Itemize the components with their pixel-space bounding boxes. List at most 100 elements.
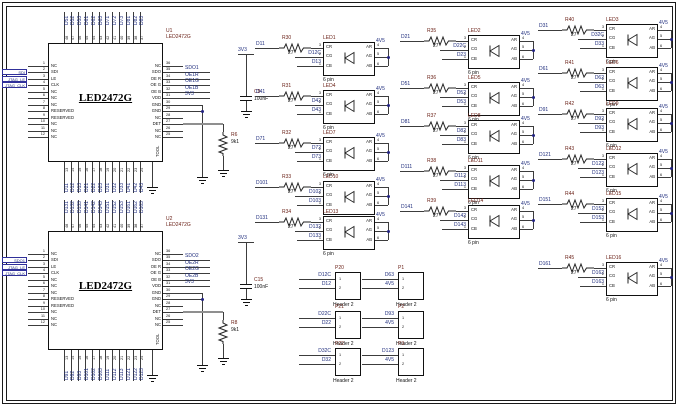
pin-number: 3	[42, 261, 45, 266]
pin-number: 6	[660, 127, 663, 132]
wire	[183, 286, 210, 288]
header-body	[398, 348, 424, 376]
wire	[295, 152, 323, 153]
pin-name: NC	[51, 101, 58, 107]
led-pin-name: CR	[471, 36, 478, 42]
pin-name: VDD	[152, 95, 161, 101]
stub-net-label: D122	[132, 368, 139, 380]
wire	[658, 268, 671, 269]
stub-pin-number: 38	[133, 223, 138, 228]
net-label: D22C	[318, 311, 331, 317]
chip-body	[48, 43, 163, 162]
wire	[64, 200, 65, 231]
stub-net-label: D83	[139, 15, 146, 25]
footprint-label: Header 2	[333, 378, 354, 384]
wire	[223, 312, 224, 321]
wire	[163, 124, 183, 126]
led-refdes: LED3	[606, 17, 619, 23]
wire	[362, 364, 398, 365]
pin-number: 4	[377, 182, 380, 186]
net-label: D93	[384, 311, 394, 317]
chip-name: LED2472G	[78, 92, 133, 104]
pin-number: 1	[601, 172, 604, 177]
wire	[538, 204, 562, 205]
wire	[98, 200, 100, 231]
wire	[126, 162, 128, 193]
pin-number: 5	[660, 208, 663, 213]
pin-number: 2	[463, 130, 466, 135]
pin-number: 5	[522, 175, 525, 180]
pin-number: 4	[377, 43, 380, 47]
pin-number: 3	[601, 68, 604, 72]
wire	[246, 54, 247, 96]
wire	[28, 124, 48, 126]
pin-number: 1	[42, 61, 45, 65]
footprint-label: Header 2	[333, 302, 354, 308]
stub-pin-number: 41	[112, 223, 117, 228]
led-pin-name: CR	[609, 109, 616, 115]
pin-number: 3	[601, 263, 604, 267]
pin-number: 1	[339, 352, 342, 357]
footprint-label: 6 pin	[323, 251, 334, 257]
stub-pin-number: 38	[133, 35, 138, 40]
led-symbol-icon	[488, 214, 501, 228]
wire	[28, 130, 48, 132]
led-pin-name: AB	[511, 185, 517, 191]
resistor	[424, 205, 456, 217]
pin-number: 3	[601, 109, 604, 113]
net-label: D41	[256, 88, 266, 95]
led-symbol-icon	[343, 51, 356, 65]
wire	[400, 88, 424, 89]
wire	[375, 231, 388, 232]
pin-number: 3	[318, 182, 321, 186]
net-label: D83	[456, 136, 466, 143]
led-pin-name: CG	[471, 93, 478, 98]
wire	[297, 240, 323, 241]
wire	[658, 132, 671, 133]
led-pin-name: CG	[609, 273, 616, 278]
net-label: D102	[309, 188, 321, 195]
led-pin-name: CB	[609, 44, 615, 50]
wire	[362, 327, 398, 328]
pin-number: 5	[377, 226, 380, 231]
header-body	[398, 272, 424, 300]
wire	[163, 91, 183, 93]
ground-icon	[217, 170, 229, 172]
wire	[84, 12, 86, 43]
pin-number: 8	[42, 106, 45, 111]
wire	[202, 292, 203, 365]
header-refdes: P3	[398, 341, 405, 347]
wire	[375, 187, 388, 188]
ground-icon	[146, 375, 158, 377]
pin-number: 6	[522, 54, 525, 59]
wire	[84, 200, 86, 231]
capacitor-plate	[240, 287, 252, 289]
net-label: D61	[539, 65, 549, 72]
net-label: D161	[539, 260, 551, 267]
stub-net-label: D103	[98, 368, 104, 380]
net-flag: JTAG_CLK	[2, 270, 27, 277]
wire	[202, 104, 203, 177]
resistor	[279, 42, 311, 54]
wire	[91, 200, 93, 231]
wire	[299, 279, 335, 280]
wire	[28, 136, 48, 138]
stub-net-label: D101	[84, 368, 91, 380]
pin-name: GND	[151, 108, 161, 114]
resistor-value: 27	[571, 205, 577, 212]
wire	[183, 273, 210, 275]
led-pin-name: AB	[649, 218, 655, 224]
net-label: 3V3	[238, 47, 247, 53]
pin-number: 6	[377, 61, 380, 66]
led-pin-name: AB	[366, 110, 372, 116]
led-pin-name: CG	[326, 53, 333, 58]
stub-net-label: D151	[104, 201, 111, 213]
stub-pin-number: 48	[64, 35, 69, 40]
wire	[163, 254, 183, 255]
wire	[64, 162, 65, 193]
pin-number: 25	[166, 131, 171, 136]
wire	[297, 114, 323, 115]
resistor	[217, 320, 229, 345]
led-refdes: LED5	[468, 75, 481, 81]
stub-pin-number: 24	[140, 355, 145, 360]
